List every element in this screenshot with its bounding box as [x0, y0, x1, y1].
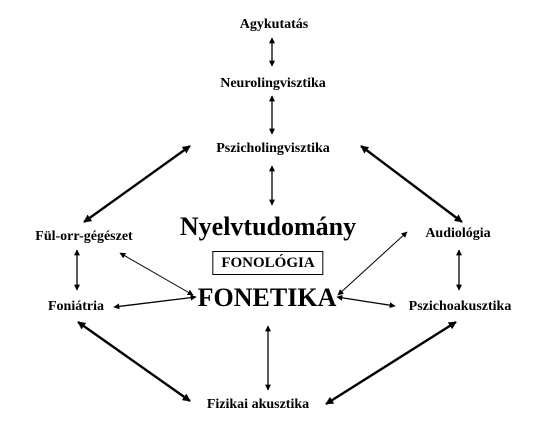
node-neurolingvisztika: Neurolingvisztika — [220, 76, 326, 91]
node-foniatria: Foniátria — [48, 299, 104, 314]
arrow-pszicholingvisztika-audiologia — [360, 145, 463, 223]
arrow-fonetika-audiologia — [337, 231, 408, 296]
arrow-fonetika-foniatria — [113, 294, 197, 310]
node-nyelvtudomany: Nyelvtudomány — [179, 212, 357, 241]
node-fonetika: FONETIKA — [197, 283, 337, 312]
node-agykutatas: Agykutatás — [239, 17, 309, 32]
node-fonologia: FONOLÓGIA — [212, 251, 324, 275]
node-ful-orr-gegeszet: Fül-orr-gégészet — [35, 229, 133, 244]
node-pszichoakusztika: Pszichoakusztika — [408, 299, 512, 314]
node-pszicholingvisztika: Pszicholingvisztika — [216, 141, 330, 156]
node-audiologia: Audiológia — [425, 226, 491, 241]
arrow-pszicholingvisztika-ful-orr-gegeszet — [83, 145, 191, 223]
arrow-fonetika-pszichoakusztika — [336, 294, 396, 309]
arrow-pszichoakusztika-fizikai-akusztika — [325, 320, 457, 406]
arrow-foniatria-fizikai-akusztika — [77, 321, 191, 402]
arrow-fonetika-ful-orr-gegeszet — [119, 252, 194, 296]
node-fizikai-akusztika: Fizikai akusztika — [206, 397, 310, 412]
